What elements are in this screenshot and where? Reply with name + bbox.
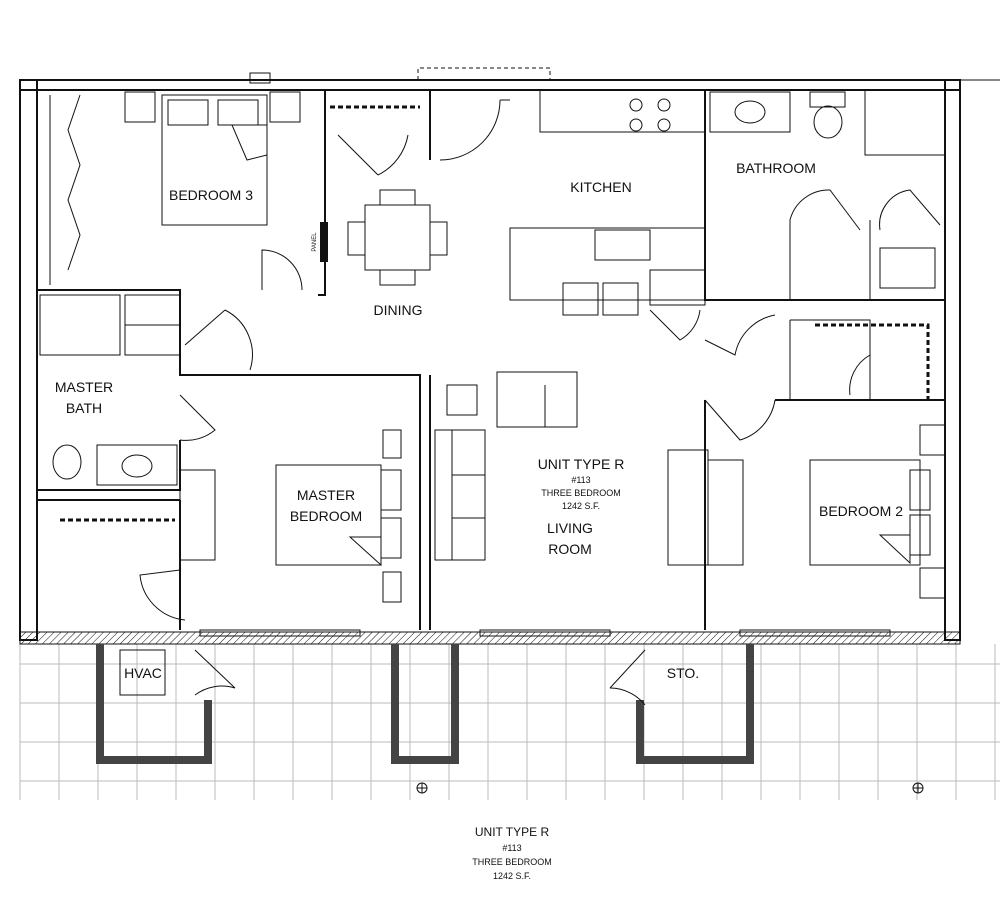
label-master-bedroom-line2: BEDROOM <box>290 508 362 524</box>
label-storage: STO. <box>667 665 699 681</box>
label-panel: PANEL <box>312 232 318 252</box>
label-kitchen: KITCHEN <box>570 179 631 195</box>
label-bathroom: BATHROOM <box>736 160 816 176</box>
label-dining: DINING <box>374 302 423 318</box>
label-living-line2: ROOM <box>548 541 592 557</box>
label-living-line1: LIVING <box>547 520 593 536</box>
caption-area: 1242 S.F. <box>493 871 531 881</box>
unit-area-label: 1242 S.F. <box>562 501 600 511</box>
unit-number-label: #113 <box>571 475 590 485</box>
caption: UNIT TYPE R #113 THREE BEDROOM 1242 S.F. <box>472 825 552 881</box>
exterior-walls <box>19 67 1000 645</box>
patio-grid <box>19 644 1000 800</box>
label-bedroom-3: BEDROOM 3 <box>169 187 253 203</box>
unit-bedrooms-label: THREE BEDROOM <box>541 488 621 498</box>
exterior-closets <box>96 644 924 794</box>
label-bedroom-2: BEDROOM 2 <box>819 503 903 519</box>
furniture <box>39 89 946 603</box>
caption-bedrooms: THREE BEDROOM <box>472 857 552 867</box>
label-master-bath-line1: MASTER <box>55 379 113 395</box>
doors <box>139 99 941 621</box>
caption-number: #113 <box>502 843 521 853</box>
room-labels: BEDROOM 3 DINING KITCHEN BATHROOM MASTER… <box>55 160 903 681</box>
label-master-bath-line2: BATH <box>66 400 102 416</box>
unit-type-label: UNIT TYPE R <box>538 456 625 472</box>
label-hvac: HVAC <box>124 665 162 681</box>
label-master-bedroom-line1: MASTER <box>297 487 355 503</box>
caption-type: UNIT TYPE R <box>475 825 550 839</box>
